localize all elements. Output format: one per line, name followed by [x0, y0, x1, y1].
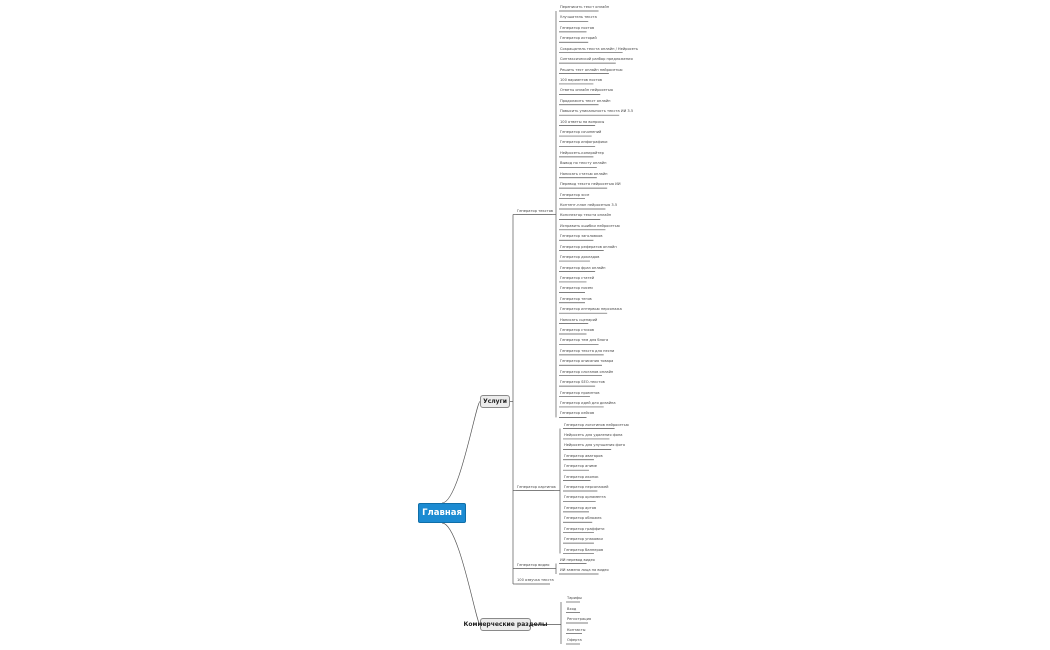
leaf-topic-0-33[interactable]: Генератор текста для песни: [560, 348, 615, 353]
leaf-topic-1-12[interactable]: Генератор баннеров: [564, 547, 604, 552]
commercial-item-4[interactable]: Оферта: [567, 638, 582, 642]
leaf-topic-2-1[interactable]: ИИ замена лица на видео: [560, 568, 609, 572]
leaf-topic-0-28[interactable]: Генератор тегов: [560, 296, 592, 301]
leaf-topic-1-11[interactable]: Генератор упаковки: [564, 537, 603, 542]
leaf-topic-0-26[interactable]: Генератор статей: [560, 275, 595, 280]
leaf-topic-1-3[interactable]: Генератор аватаров: [564, 453, 603, 458]
leaf-topic-0-2[interactable]: Генератор постов: [560, 25, 595, 30]
leaf-topic-0-18[interactable]: Генератор эссе: [560, 192, 590, 197]
branch-node-label: Коммерческие разделы: [463, 621, 548, 628]
leaf-topic-0-13[interactable]: Генератор инфографики: [560, 140, 608, 145]
leaf-topic-0-35[interactable]: Генератор слоганов онлайн: [560, 369, 614, 374]
group-label-0[interactable]: Генератор текстов: [517, 208, 554, 213]
leaf-topic-1-9[interactable]: Генератор обложек: [564, 516, 602, 521]
edge-root-services: [441, 401, 481, 504]
root-node-label: Главная: [422, 508, 462, 518]
leaf-topic-0-5[interactable]: Синтаксический разбор предложения: [560, 57, 633, 62]
leaf-topic-0-19[interactable]: Контент-план нейросетью 3.5: [560, 202, 618, 207]
leaf-topic-0-25[interactable]: Генератор фраз онлайн: [560, 265, 606, 270]
leaf-topic-0-36[interactable]: Генератор SEO-текстов: [560, 380, 605, 385]
leaf-topic-0-39[interactable]: Генератор кейсов: [560, 411, 595, 416]
leaf-topic-0-21[interactable]: Исправить ошибки нейросетью: [560, 223, 620, 228]
leaf-topic-0-14[interactable]: Нейросеть-копирайтер: [560, 150, 604, 155]
leaf-topic-0-27[interactable]: Генератор писем: [560, 286, 593, 291]
leaf-topic-0-16[interactable]: Написать статью онлайн: [560, 171, 608, 176]
leaf-topic-0-29[interactable]: Генератор интервью персонажа: [560, 307, 622, 312]
leaf-topic-0-3[interactable]: Генератор историй: [560, 36, 597, 41]
leaf-topic-0-34[interactable]: Генератор описания товара: [560, 359, 614, 364]
leaf-topic-1-7[interactable]: Генератор орнамента: [564, 495, 606, 500]
leaf-topic-0-12[interactable]: Генератор сочинений: [560, 130, 602, 135]
leaf-topic-1-2[interactable]: Нейросеть для улучшения фото: [564, 443, 626, 448]
leaf-topic-1-1[interactable]: Нейросеть для удаления фона: [564, 432, 623, 437]
leaf-topic-0-22[interactable]: Генератор заголовков: [560, 234, 603, 239]
branch-node-commercial[interactable]: Коммерческие разделы: [464, 618, 547, 631]
leaf-topic-0-24[interactable]: Генератор докладов: [560, 255, 600, 260]
root-node-main[interactable]: Главная: [418, 503, 466, 523]
leaf-topic-1-8[interactable]: Генератор артов: [564, 505, 597, 510]
leaf-topic-2-0[interactable]: ИИ перевод видео: [560, 557, 595, 562]
leaf-topic-0-20[interactable]: Конспектор текста онлайн: [560, 213, 612, 218]
commercial-item-2[interactable]: Регистрация: [567, 617, 592, 621]
leaf-topic-1-4[interactable]: Генератор аниме: [564, 464, 597, 469]
group-label-1[interactable]: Генератор картинок: [517, 484, 556, 489]
leaf-topic-0-32[interactable]: Генератор тем для блога: [560, 338, 609, 343]
leaf-topic-0-31[interactable]: Генератор стихов: [560, 328, 595, 333]
leaf-topic-0-0[interactable]: Переписать текст онлайн: [560, 5, 610, 9]
group-label-2[interactable]: Генератор видео: [517, 562, 550, 567]
commercial-item-0[interactable]: Тарифы: [567, 596, 582, 600]
leaf-topic-0-9[interactable]: Продолжить текст онлайн: [560, 98, 611, 103]
leaf-topic-0-6[interactable]: Решить тест онлайн нейросетью: [560, 67, 623, 72]
leaf-topic-0-37[interactable]: Генератор промптов: [560, 390, 600, 395]
leaf-topic-0-17[interactable]: Перевод текста нейросетью ИИ: [560, 182, 621, 187]
leaf-topic-0-1[interactable]: Улучшатель текста: [560, 15, 597, 20]
leaf-topic-0-23[interactable]: Генератор рефератов онлайн: [560, 244, 617, 249]
leaf-topic-1-5[interactable]: Генератор иконок: [564, 474, 599, 479]
leaf-topic-1-6[interactable]: Генератор персонажей: [564, 485, 609, 490]
leaf-topic-0-7[interactable]: 100 вариантов постов: [560, 77, 602, 82]
leaf-topic-0-4[interactable]: Сокращатель текста онлайн / Нейросеть: [560, 46, 639, 51]
leaf-topic-0-15[interactable]: Вывод по тексту онлайн: [560, 161, 607, 166]
branch-node-services[interactable]: Услуги: [480, 395, 510, 408]
leaf-topic-0-11[interactable]: 100 ответы на вопросы: [560, 119, 605, 124]
leaf-topic-0-38[interactable]: Генератор идей для дизайна: [560, 400, 616, 405]
leaf-topic-0-8[interactable]: Ответы онлайн нейросетью: [560, 88, 613, 93]
branch-node-label: Услуги: [483, 398, 507, 405]
leaf-topic-1-10[interactable]: Генератор граффити: [564, 526, 605, 531]
commercial-item-3[interactable]: Контакты: [567, 627, 586, 632]
edge-root-commercial: [441, 522, 481, 625]
group-label-3[interactable]: 100 озвучка текста: [517, 578, 554, 582]
leaf-topic-1-0[interactable]: Генератор логотипов нейросетью: [564, 422, 629, 427]
commercial-item-1[interactable]: Вход: [567, 606, 577, 611]
leaf-topic-0-30[interactable]: Написать сценарий: [560, 317, 598, 322]
leaf-topic-0-10[interactable]: Повысить уникальность текста ИИ 3.5: [560, 109, 634, 114]
